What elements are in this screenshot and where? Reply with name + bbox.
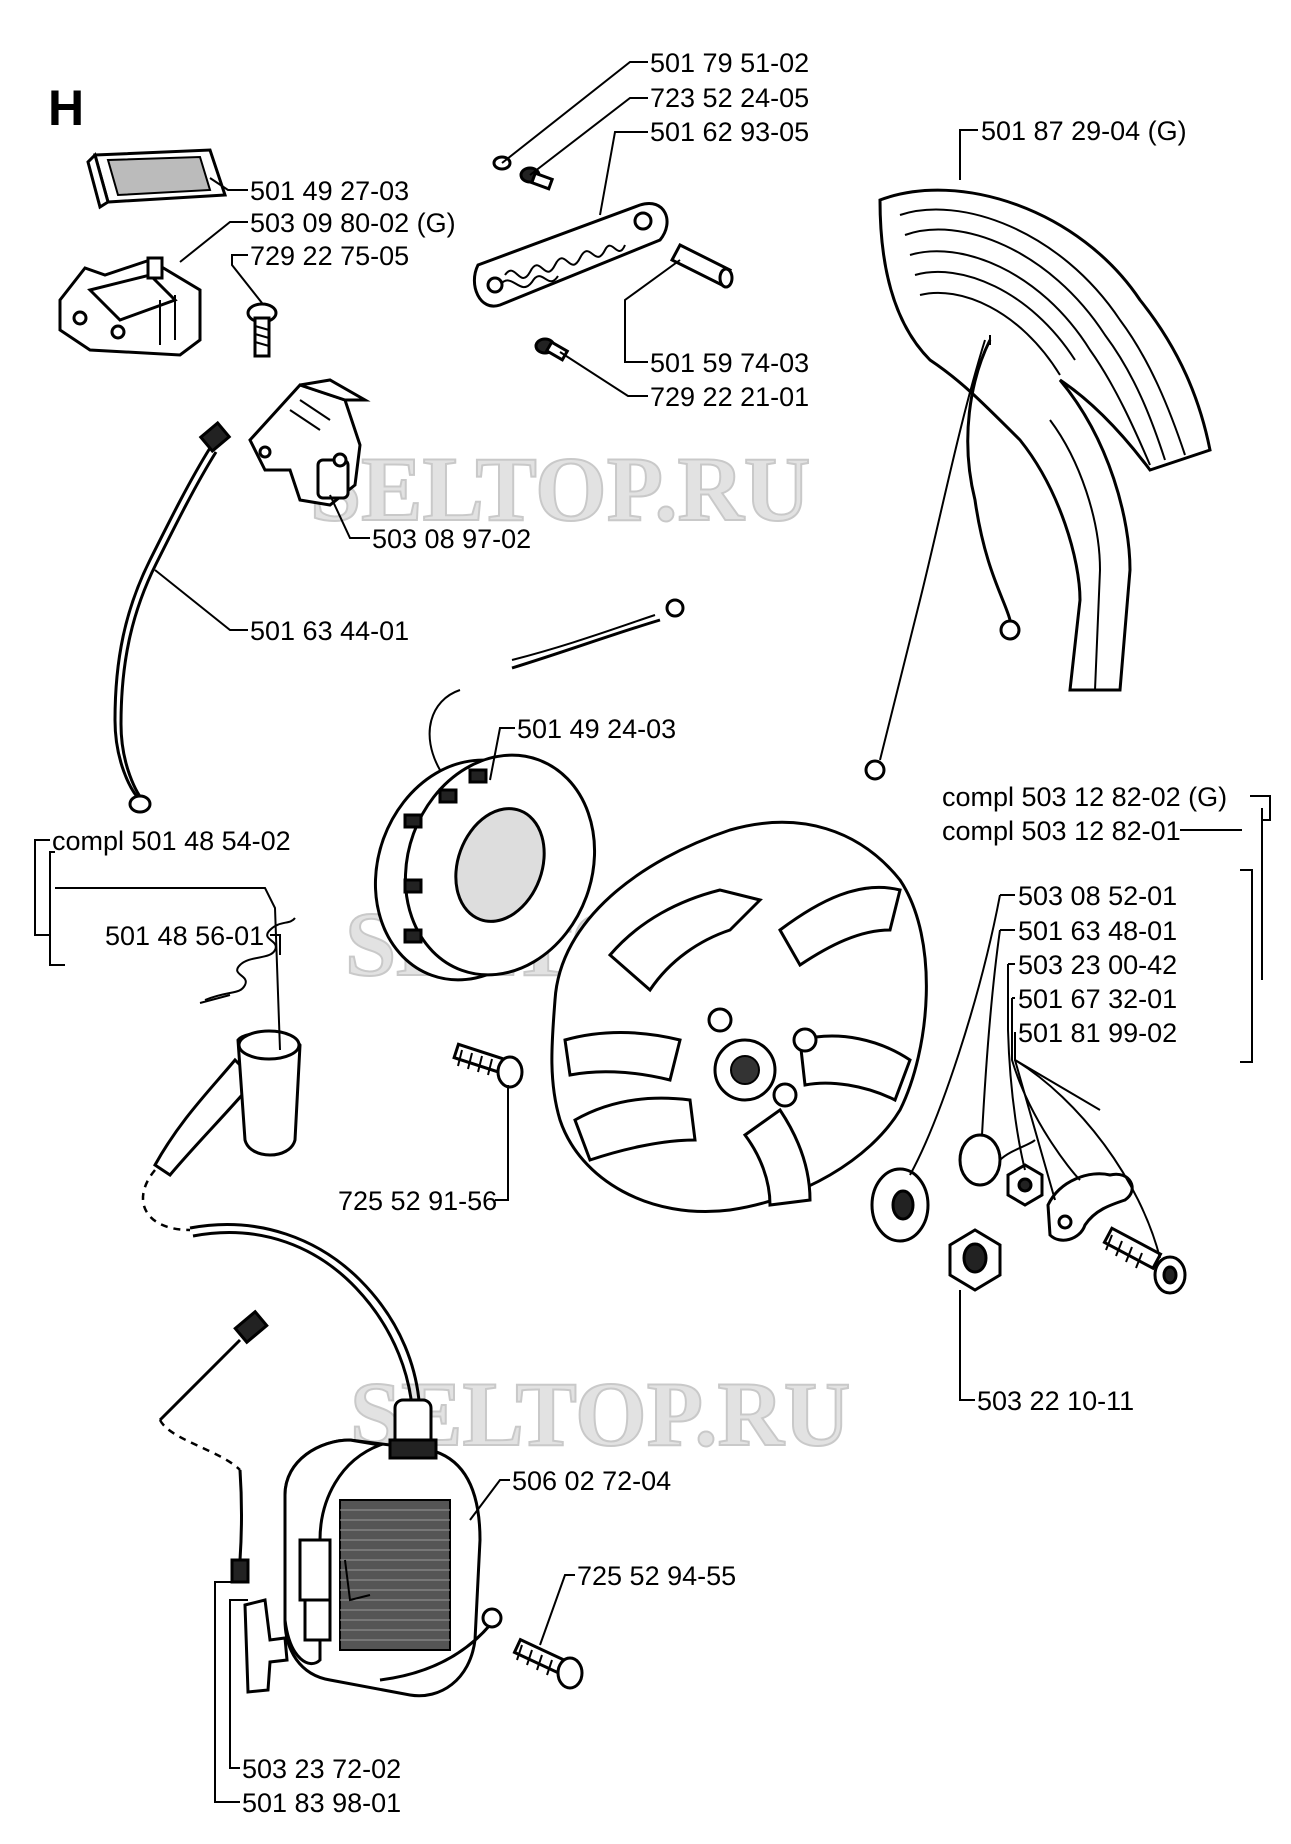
screw-725-52-91-56: [452, 1042, 524, 1089]
label-501-49-24-03: 501 49 24-03: [517, 714, 676, 744]
stator-ring: [373, 689, 597, 982]
bracket: [58, 256, 202, 357]
spring-501-48-56-01: [199, 917, 296, 1004]
screw-729-22-21-01: [534, 337, 570, 362]
screw-725-52-94-55: [512, 1637, 584, 1690]
switch-bracket: [248, 378, 371, 507]
leader-lines: [34, 61, 1271, 1803]
label-501-87-29-04: 501 87 29-04 (G): [981, 116, 1187, 146]
label-723-52-24-05: 723 52 24-05: [650, 83, 809, 113]
label-725-52-94-55: 725 52 94-55: [577, 1561, 736, 1591]
filter-pad: [86, 148, 228, 210]
coil-windings: [339, 1499, 451, 1651]
coil-wire: [158, 1309, 269, 1561]
nut-503-23-00-42: [1006, 1163, 1044, 1207]
label-501-83-98-01: 501 83 98-01: [242, 1788, 401, 1818]
spring-501-63-48-01: [958, 1133, 1036, 1187]
label-503-22-10-11: 503 22 10-11: [977, 1386, 1134, 1416]
label-501-63-44-01: 501 63 44-01: [250, 616, 409, 646]
label-compl-503-12-82-01: compl 503 12 82-01: [942, 816, 1181, 846]
pin-501-59-74-03: [669, 243, 734, 289]
label-501-59-74-03: 501 59 74-03: [650, 348, 809, 378]
label-503-08-52-01: 503 08 52-01: [1018, 881, 1177, 911]
label-729-22-75-05: 729 22 75-05: [250, 241, 409, 271]
label-501-62-93-05: 501 62 93-05: [650, 117, 809, 147]
label-compl-503-12-82-02: compl 503 12 82-02 (G): [942, 782, 1227, 812]
spark-plug-cap: [153, 1029, 302, 1177]
washer-503-08-52-01: [870, 1167, 930, 1243]
label-501-49-27-03: 501 49 27-03: [250, 176, 409, 206]
pawl-501-67-32-01: [1046, 1172, 1134, 1242]
label-501-67-32-01: 501 67 32-01: [1018, 984, 1177, 1014]
wire-501-63-44-01: [113, 420, 232, 814]
ground-wire: [864, 339, 986, 781]
ht-lead: [141, 1169, 422, 1427]
label-725-52-91-56: 725 52 91-56: [338, 1186, 497, 1216]
label-compl-501-48-54-02: compl 501 48 54-02: [52, 826, 291, 856]
flywheel: [550, 820, 928, 1213]
label-501-48-56-01: 501 48 56-01: [105, 921, 264, 951]
label-503-09-80-02: 503 09 80-02 (G): [250, 208, 456, 238]
nut-503-22-10-11: [948, 1228, 1002, 1292]
label-503-23-00-42: 503 23 00-42: [1018, 950, 1177, 980]
section-letter: H: [48, 80, 84, 136]
ignition-coil: [283, 1398, 503, 1698]
label-506-02-72-04: 506 02 72-04: [512, 1466, 671, 1496]
label-501-79-51-02: 501 79 51-02: [650, 48, 809, 78]
cover-plate: [472, 202, 669, 308]
label-503-08-97-02: 503 08 97-02: [372, 524, 531, 554]
terminal-501-83-98-01: [230, 1558, 250, 1584]
label-729-22-21-01: 729 22 21-01: [650, 382, 809, 412]
connector-503-23-72-02: [243, 1598, 289, 1694]
handle-guard: [878, 188, 1212, 692]
small-wire: [511, 598, 685, 670]
watermark-1: SELTOP.RU: [310, 438, 810, 540]
label-503-23-72-02: 503 23 72-02: [242, 1754, 401, 1784]
screw-729-22-75-05: [246, 302, 278, 358]
label-501-81-99-02: 501 81 99-02: [1018, 1018, 1177, 1048]
screw-501-81-99-02: [1102, 1226, 1187, 1295]
label-501-63-48-01: 501 63 48-01: [1018, 916, 1177, 946]
